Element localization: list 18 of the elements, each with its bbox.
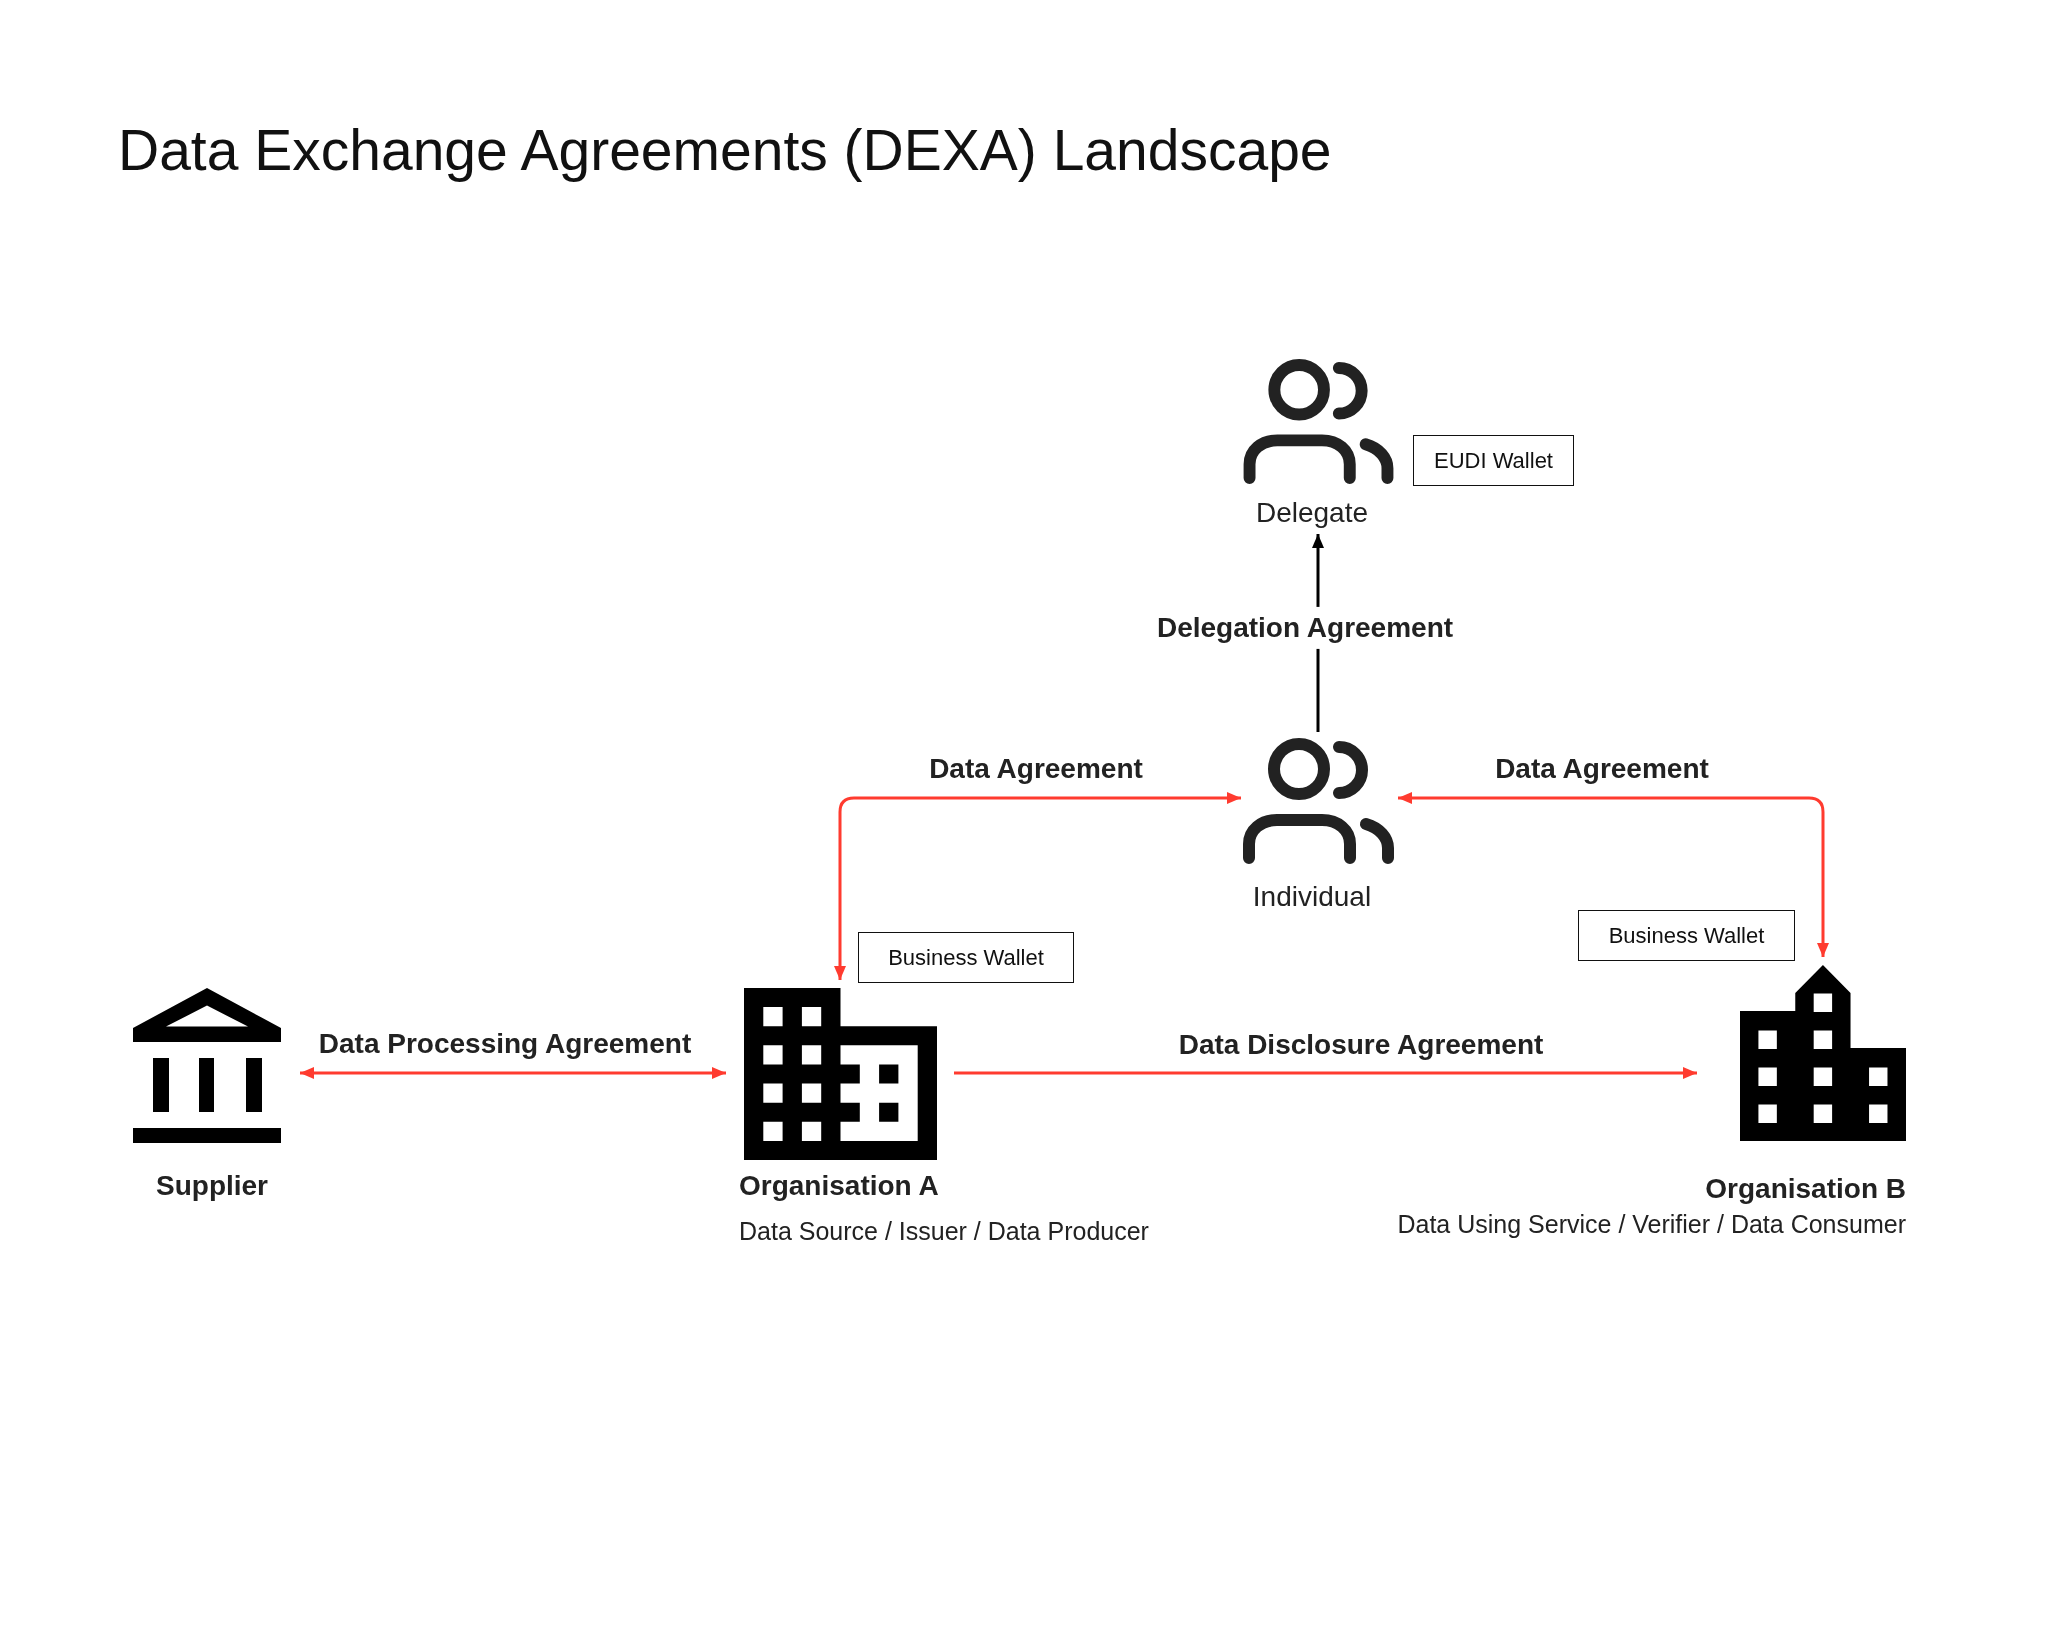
role-caption: Data Source / Issuer / Data Producer xyxy=(739,1216,1149,1246)
party-label: Organisation A xyxy=(739,1169,939,1203)
tag-box: Business Wallet xyxy=(1578,910,1795,961)
person-label: Delegate xyxy=(1255,496,1369,530)
edge-label: Data Disclosure Agreement xyxy=(1178,1028,1544,1062)
person-label: Individual xyxy=(1252,880,1372,914)
double-arrow xyxy=(1398,792,1829,957)
edge-label: Data Agreement xyxy=(1495,752,1709,786)
party-label: Supplier xyxy=(156,1169,268,1203)
role-caption: Data Using Service / Verifier / Data Consumer xyxy=(1397,1209,1906,1239)
arrow xyxy=(954,1067,1697,1079)
tag-box: Business Wallet xyxy=(858,932,1074,983)
edge-label: Data Agreement xyxy=(929,752,1143,786)
double-arrow xyxy=(300,1067,726,1079)
tag-box: EUDI Wallet xyxy=(1413,435,1574,486)
edge-label: Data Processing Agreement xyxy=(318,1027,692,1061)
party-label: Organisation B xyxy=(1705,1172,1906,1206)
double-arrow xyxy=(834,792,1241,980)
